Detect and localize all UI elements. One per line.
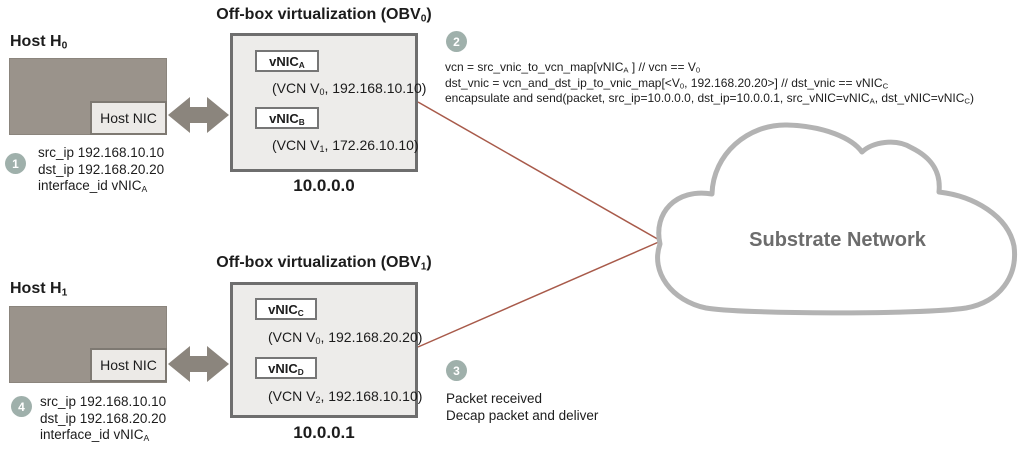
host1-title: Host H1 <box>10 280 68 299</box>
host0-nic-label: Host NIC <box>100 110 157 126</box>
step4-line3: interface_id vNICA <box>40 427 150 443</box>
obv0-vnic-a-box: vNICA <box>255 50 319 72</box>
obv0-title: Off-box virtualization (OBV0) <box>216 6 432 25</box>
host1-nic-box: Host NIC <box>90 348 167 382</box>
step2-text: vcn = src_vnic_to_vcn_map[vNICA ] // vcn… <box>445 60 974 107</box>
step2-number: 2 <box>453 34 460 49</box>
step3-badge: 3 <box>446 360 467 381</box>
obv0-substrate-ip: 10.0.0.0 <box>293 176 355 195</box>
step1-line3: interface_id vNICA <box>38 178 148 194</box>
step4-line2: dst_ip 192.168.20.20 <box>40 410 167 426</box>
obv1-vnic-c-detail: (VCN V0, 192.168.20.20) <box>268 329 423 346</box>
step3-line1: Packet received <box>446 391 543 406</box>
obv1-vnic-d-detail: (VCN V2, 192.168.10.10) <box>268 388 423 405</box>
obv1-substrate-link-line <box>417 240 662 348</box>
step1-line1: src_ip 192.168.10.10 <box>38 145 165 160</box>
substrate-cloud-shape <box>655 122 1018 316</box>
step2-line2: dst_vnic = vcn_and_dst_ip_to_vnic_map[<V… <box>445 75 889 91</box>
obv0-vnic-b-detail: (VCN V1, 172.26.10.10) <box>272 137 419 154</box>
host1-nic-label: Host NIC <box>100 357 157 373</box>
step1-badge: 1 <box>5 153 26 174</box>
obv1-substrate-ip: 10.0.0.1 <box>293 423 355 442</box>
step3-line2: Decap packet and deliver <box>446 407 599 423</box>
step4-number: 4 <box>18 399 25 414</box>
substrate-network-label: Substrate Network <box>749 229 926 251</box>
step4-badge: 4 <box>11 396 32 417</box>
step4-text: src_ip 192.168.10.10 dst_ip 192.168.20.2… <box>40 394 166 444</box>
step3-number: 3 <box>453 363 460 378</box>
step1-number: 1 <box>12 156 19 171</box>
step2-line3: encapsulate and send(packet, src_ip=10.0… <box>445 91 974 106</box>
obv0-vnic-a-detail: (VCN V0, 192.168.10.10) <box>272 80 427 97</box>
step4-line1: src_ip 192.168.10.10 <box>40 394 167 409</box>
step2-badge: 2 <box>446 31 467 52</box>
obv1-vnic-d-label: vNICD <box>268 360 304 377</box>
step1-text: src_ip 192.168.10.10 dst_ip 192.168.20.2… <box>38 145 164 195</box>
host0-title: Host H0 <box>10 33 68 52</box>
obv0-vnic-a-label: vNICA <box>269 53 305 70</box>
obv1-vnic-c-box: vNICC <box>255 298 317 320</box>
obv0-substrate-link-line <box>417 101 662 242</box>
step1-line2: dst_ip 192.168.20.20 <box>38 161 165 177</box>
obv1-vnic-d-box: vNICD <box>255 357 317 379</box>
obv0-vnic-b-label: vNICB <box>269 110 305 127</box>
host0-obv0-arrow-icon <box>168 97 229 133</box>
obv1-vnic-c-label: vNICC <box>268 301 304 318</box>
step2-line1: vcn = src_vnic_to_vcn_map[vNICA ] // vcn… <box>445 60 701 75</box>
host1-obv1-arrow-icon <box>168 346 229 382</box>
host0-nic-box: Host NIC <box>90 101 167 135</box>
obv1-title: Off-box virtualization (OBV1) <box>216 254 432 273</box>
step3-text: Packet received Decap packet and deliver <box>446 391 598 424</box>
obv0-vnic-b-box: vNICB <box>255 107 319 129</box>
